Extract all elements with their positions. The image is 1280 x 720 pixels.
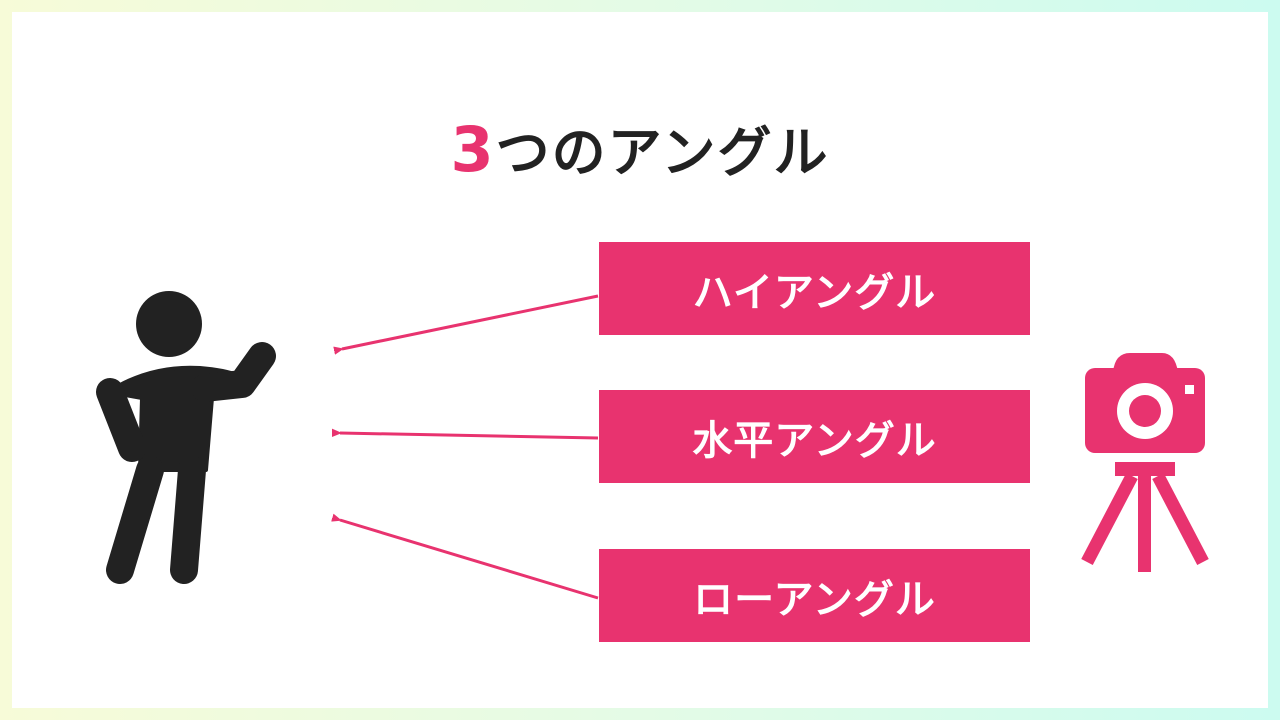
- camera-tripod-icon: [1081, 353, 1209, 572]
- title-text: つのアングル: [495, 121, 830, 184]
- title-number: 3: [450, 113, 496, 186]
- arrow-level: [340, 433, 599, 440]
- angle-box-level: 水平アングル: [599, 390, 1030, 483]
- arrows: [340, 294, 599, 600]
- angle-box-low: ローアングル: [599, 549, 1030, 642]
- arrow-low: [340, 520, 599, 600]
- diagram-title: 3つのアングル: [0, 108, 1280, 187]
- angle-box-high: ハイアングル: [599, 242, 1030, 335]
- person-icon: [96, 291, 276, 584]
- arrow-high: [342, 294, 599, 349]
